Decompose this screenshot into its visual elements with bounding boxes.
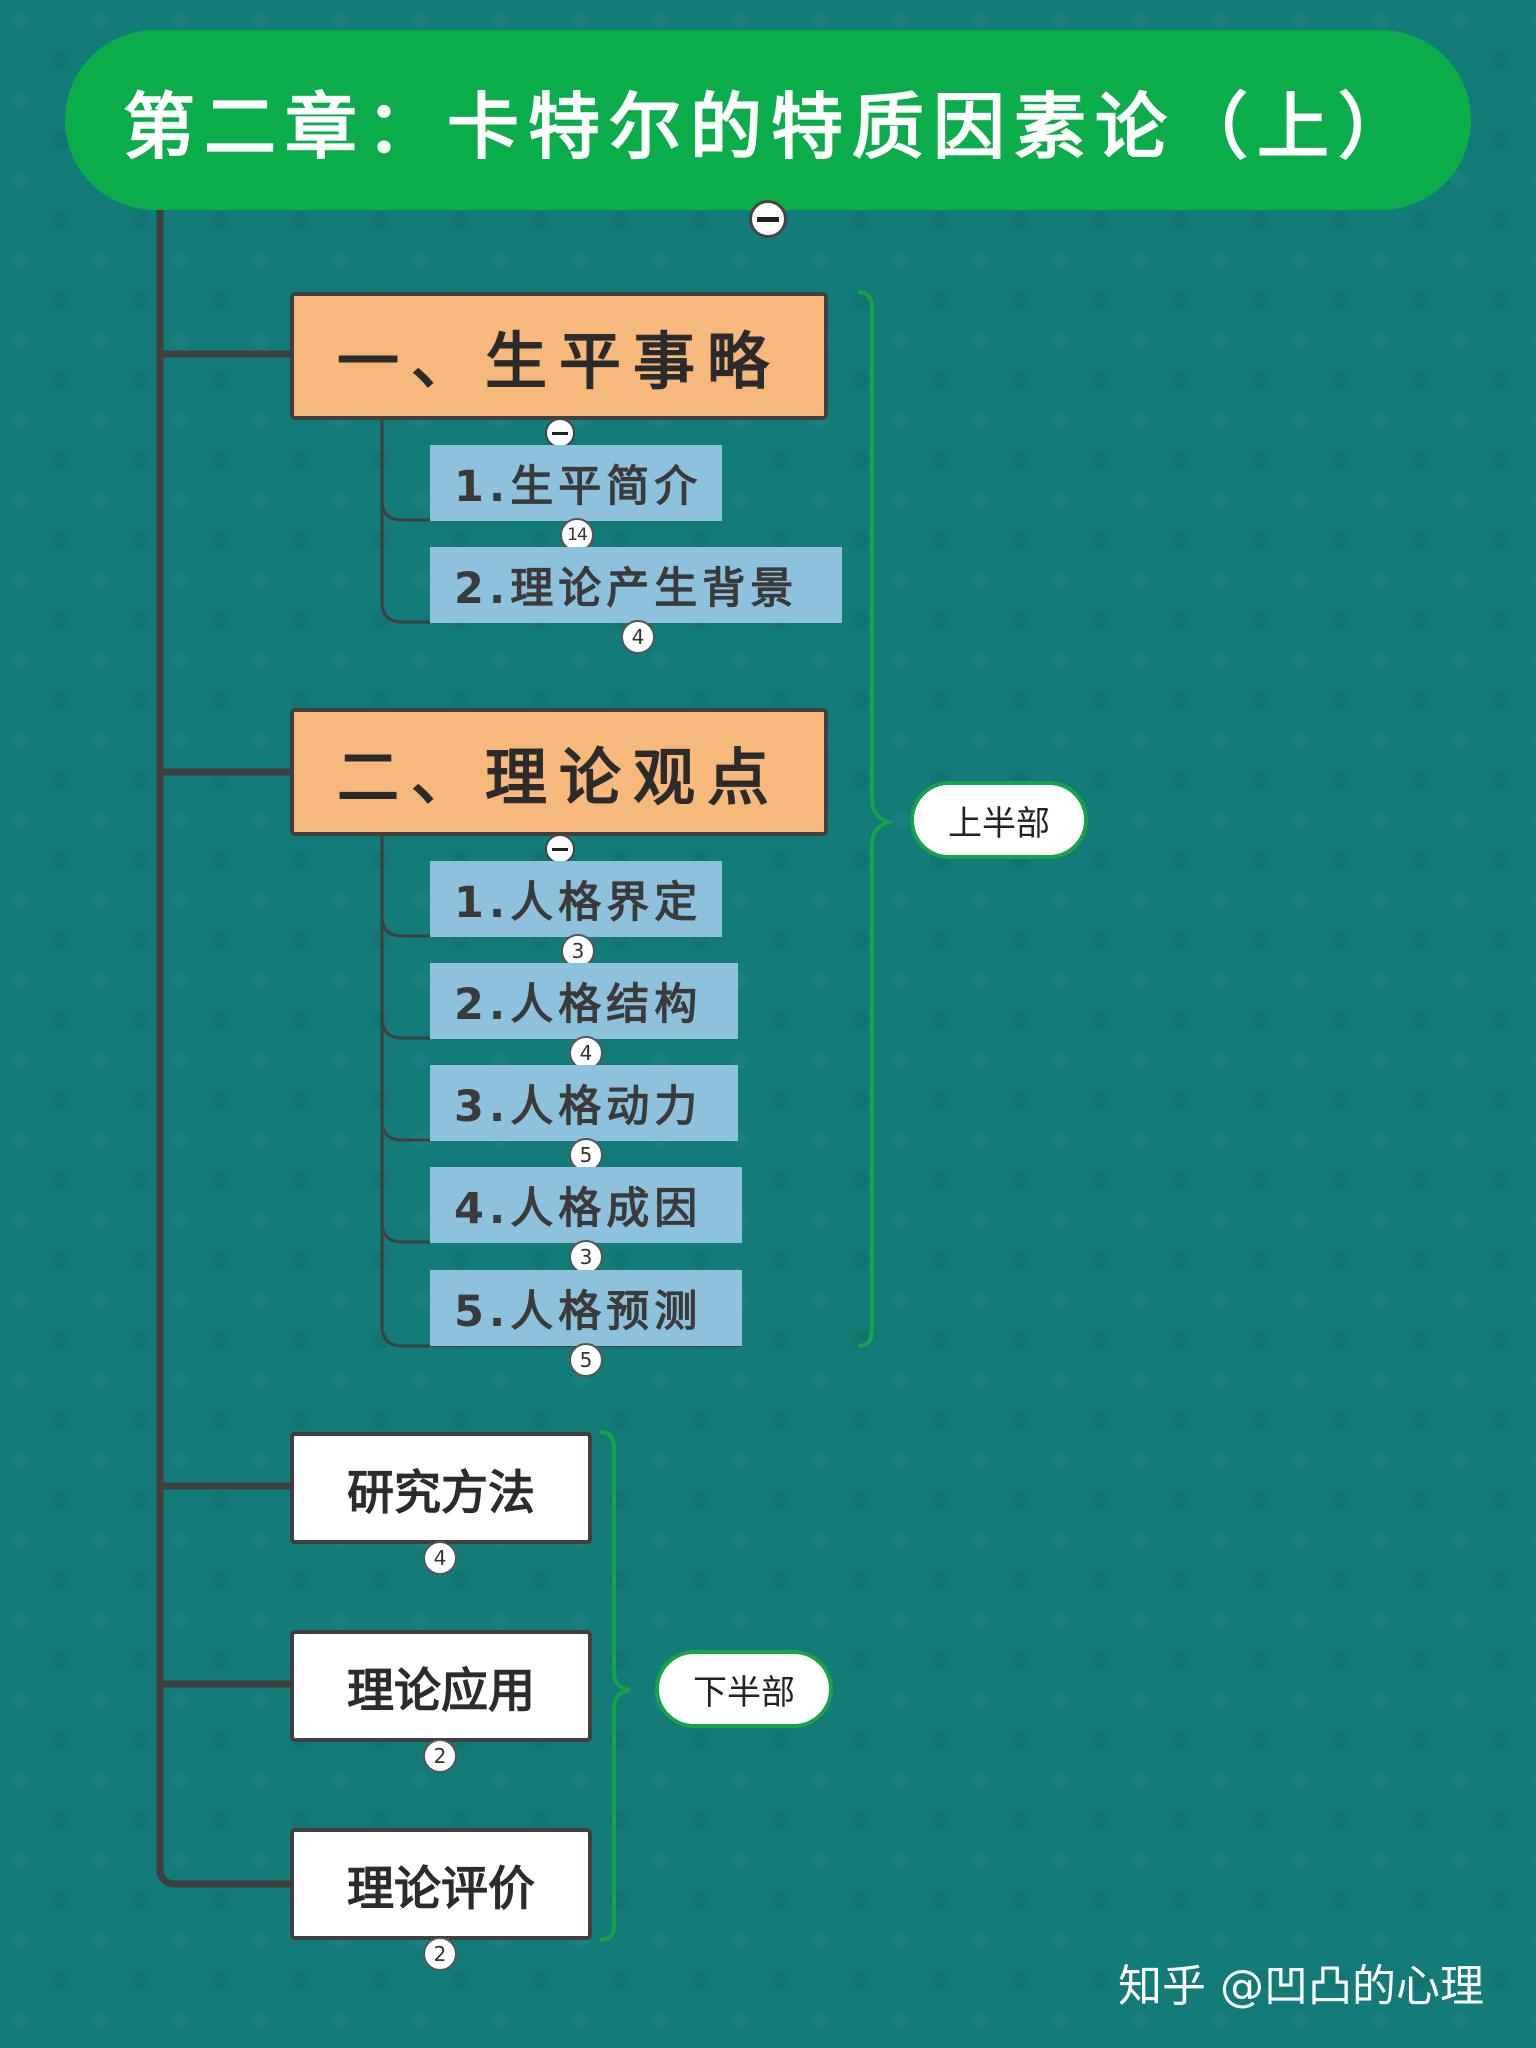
topic-node-application[interactable]: 理论应用 xyxy=(290,1630,592,1742)
subtopic-node[interactable]: 4.人格成因 xyxy=(430,1167,742,1243)
sub-lines-section-2 xyxy=(380,836,430,1348)
topic-node-evaluation[interactable]: 理论评价 xyxy=(290,1828,592,1940)
section-node-1[interactable]: 一、生平事略 xyxy=(290,292,828,420)
topic-label: 理论应用 xyxy=(347,1663,535,1719)
subtopic-node[interactable]: 5.人格预测 xyxy=(430,1270,742,1346)
subtopic-label: 2.理论产生背景 xyxy=(454,564,799,614)
subtopic-node[interactable]: 3.人格动力 xyxy=(430,1065,738,1141)
topic-label: 研究方法 xyxy=(347,1465,535,1521)
sub-lines-section-1 xyxy=(380,420,430,624)
section-label: 一、生平事略 xyxy=(336,325,781,398)
subtopic-label: 5.人格预测 xyxy=(454,1287,703,1337)
lower-bracket xyxy=(599,1430,631,1942)
subtopic-label: 1.人格界定 xyxy=(454,878,703,928)
child-count-badge[interactable]: 2 xyxy=(423,1937,457,1971)
upper-half-label[interactable]: 上半部 xyxy=(910,781,1088,859)
subtopic-label: 3.人格动力 xyxy=(454,1082,703,1132)
topic-node-research-method[interactable]: 研究方法 xyxy=(290,1432,592,1544)
section-label: 二、理论观点 xyxy=(336,741,781,814)
subtopic-label: 2.人格结构 xyxy=(454,980,703,1030)
page-title: 第二章：卡特尔的特质因素论（上） xyxy=(122,84,1419,169)
root-collapse-icon[interactable] xyxy=(749,200,787,238)
child-count-badge[interactable]: 5 xyxy=(569,1343,603,1377)
subtopic-node[interactable]: 1.人格界定 xyxy=(430,861,722,937)
section-1-collapse-icon[interactable] xyxy=(545,418,575,448)
subtopic-label: 1.生平简介 xyxy=(454,462,703,512)
subtopic-node[interactable]: 1.生平简介 xyxy=(430,445,722,521)
topic-label: 理论评价 xyxy=(347,1861,535,1917)
section-node-2[interactable]: 二、理论观点 xyxy=(290,708,828,836)
subtopic-node[interactable]: 2.人格结构 xyxy=(430,963,738,1039)
lower-half-label[interactable]: 下半部 xyxy=(655,1650,833,1728)
lower-half-text: 下半部 xyxy=(693,1672,795,1713)
child-count-badge[interactable]: 4 xyxy=(423,1541,457,1575)
watermark: 知乎 @凹凸的心理 xyxy=(1118,1961,1484,2012)
child-count-badge[interactable]: 3 xyxy=(561,934,595,968)
child-count-badge[interactable]: 3 xyxy=(569,1240,603,1274)
upper-half-text: 上半部 xyxy=(948,803,1050,844)
child-count-badge[interactable]: 5 xyxy=(569,1138,603,1172)
subtopic-label: 4.人格成因 xyxy=(454,1184,703,1234)
child-count-badge[interactable]: 4 xyxy=(621,620,655,654)
title-bar: 第二章：卡特尔的特质因素论（上） xyxy=(65,30,1471,210)
section-2-collapse-icon[interactable] xyxy=(545,834,575,864)
upper-bracket xyxy=(857,290,894,1348)
child-count-badge[interactable]: 2 xyxy=(423,1739,457,1773)
subtopic-node[interactable]: 2.理论产生背景 xyxy=(430,547,842,623)
main-trunk-line xyxy=(156,210,290,1888)
